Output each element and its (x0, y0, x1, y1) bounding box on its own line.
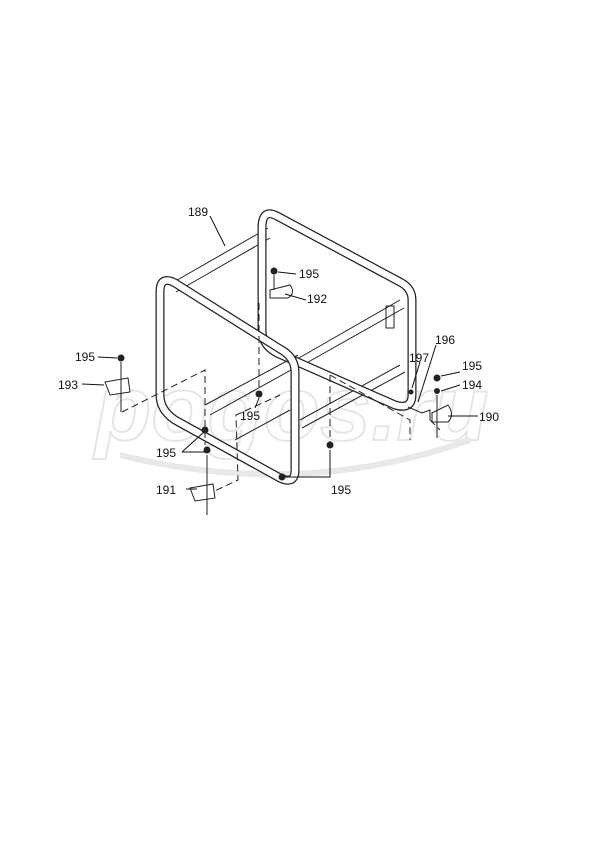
callout-195-left: 195 (75, 350, 95, 364)
bracket-196 (407, 389, 431, 420)
callout-196: 196 (435, 333, 455, 347)
callout-195-bottom: 195 (331, 483, 351, 497)
nuts (255, 390, 334, 481)
frame-bracket (385, 305, 395, 329)
assembly-lines (121, 303, 441, 496)
mount-193 (104, 354, 131, 412)
frame-rails (171, 227, 406, 441)
frame-front-loop (155, 276, 300, 485)
watermark: pogos.ru (92, 358, 489, 460)
callout-195-top: 195 (299, 267, 319, 281)
callout-194: 194 (462, 378, 482, 392)
callout-195-center: 195 (240, 409, 260, 423)
callout-189: 189 (188, 205, 208, 219)
callout-191: 191 (156, 483, 176, 497)
callout-192: 192 (307, 292, 327, 306)
callout-197: 197 (409, 351, 429, 365)
leader-lines (81, 215, 478, 490)
callout-195-lower-left: 195 (156, 446, 176, 460)
mount-190 (431, 374, 452, 438)
mount-191 (189, 426, 216, 515)
callout-190: 190 (479, 410, 499, 424)
callout-195-right: 195 (462, 359, 482, 373)
callout-193: 193 (58, 378, 78, 392)
